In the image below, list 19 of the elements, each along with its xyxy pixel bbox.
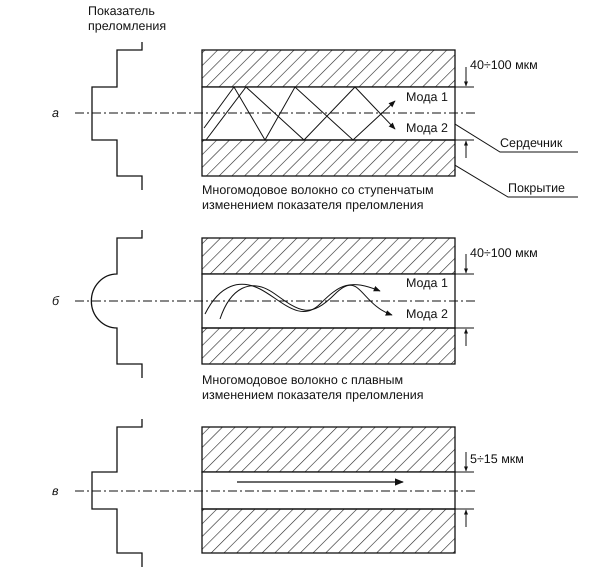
mode-label: Мода 2 xyxy=(406,121,448,136)
mode-label: Мода 2 xyxy=(406,307,448,322)
index-axis-label: Показатель преломления xyxy=(88,4,168,34)
part-label: Сердечник xyxy=(500,136,562,151)
part-label: Покрытие xyxy=(508,181,566,196)
dimension-label: 40÷100 мкм xyxy=(470,246,538,261)
fiber-core xyxy=(201,86,456,141)
mode-label: Мода 1 xyxy=(406,276,448,291)
dimension-label: 40÷100 мкм xyxy=(470,58,538,73)
panel-letter: б xyxy=(52,294,60,309)
caption: Многомодовое волокно со ступенчатым изменением показателя преломления xyxy=(202,183,435,213)
dimension-label: 5÷15 мкм xyxy=(470,452,524,467)
mode-label: Мода 1 xyxy=(406,90,448,105)
panel-letter: а xyxy=(52,106,59,121)
leader-line xyxy=(454,164,578,198)
panel-letter: в xyxy=(52,484,59,499)
caption: Многомодовое волокно с плавным изменением показателя преломления xyxy=(202,373,424,403)
leader-line xyxy=(454,124,578,152)
fiber-cladding xyxy=(201,139,456,177)
